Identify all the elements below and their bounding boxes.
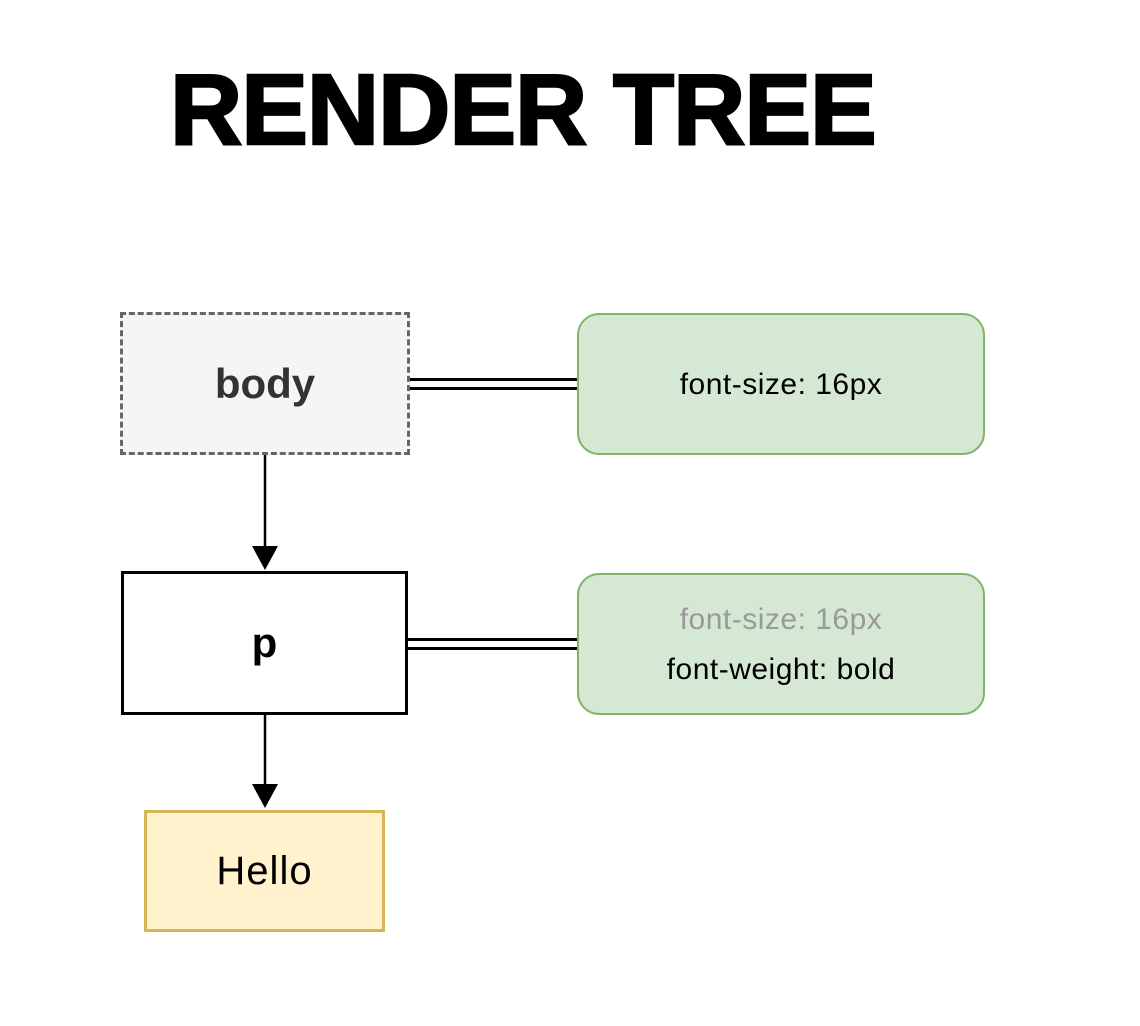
css-rule-font-weight: font-weight: bold [666, 652, 896, 686]
node-p-label: p [251, 619, 278, 666]
css-annotation-p: font-size: 16px font-weight: bold [577, 573, 985, 715]
node-body: body [120, 312, 410, 455]
node-body-label: body [214, 359, 316, 407]
double-line-p-to-css-icon [408, 638, 577, 650]
css-rule-font-size: font-size: 16px [679, 367, 883, 401]
arrow-p-to-hello-icon [252, 715, 278, 808]
node-hello-text: Hello [144, 810, 385, 932]
node-hello-label: Hello [216, 848, 313, 893]
arrow-body-to-p-icon [252, 455, 278, 570]
page-title: RENDER TREE [169, 54, 878, 166]
css-rule-font-size-inherited: font-size: 16px [679, 602, 883, 636]
node-p: p [121, 571, 408, 715]
double-line-body-to-css-icon [410, 378, 577, 390]
css-annotation-body: font-size: 16px [577, 313, 985, 455]
